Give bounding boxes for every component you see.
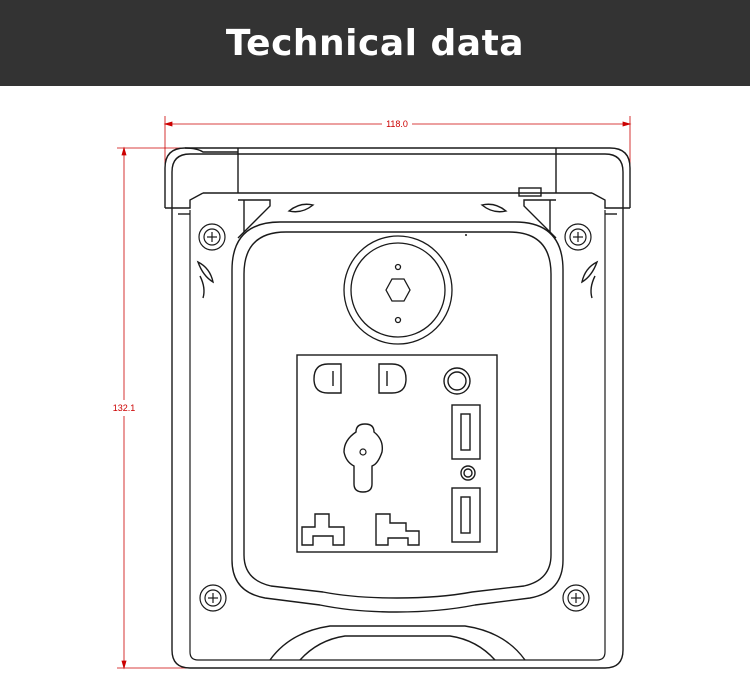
screw-icon [564, 223, 592, 251]
socket-pin-icon [375, 513, 420, 546]
page-title: Technical data [225, 22, 525, 64]
socket-pin-icon [313, 363, 342, 394]
socket-pin-icon [343, 423, 384, 493]
screw-icon [199, 584, 227, 612]
width-dimension-label: 118.0 [386, 119, 408, 129]
outlet-body [164, 147, 631, 669]
indicator-light-icon [443, 367, 471, 395]
socket-pin-icon [301, 513, 345, 546]
hex-bolt-icon [343, 235, 453, 345]
usb-port-icon [451, 487, 481, 543]
screw-icon [198, 223, 226, 251]
height-dimension-label: 132.1 [113, 403, 136, 413]
indicator-light-icon [460, 465, 476, 481]
dimension-lines [117, 116, 632, 670]
usb-port-icon [451, 404, 481, 460]
header-banner: Technical data [0, 0, 750, 86]
socket-faceplate [296, 354, 498, 553]
socket-pin-icon [378, 363, 407, 394]
technical-drawing: 118.0 132.1 [113, 116, 632, 670]
screw-icon [562, 584, 590, 612]
